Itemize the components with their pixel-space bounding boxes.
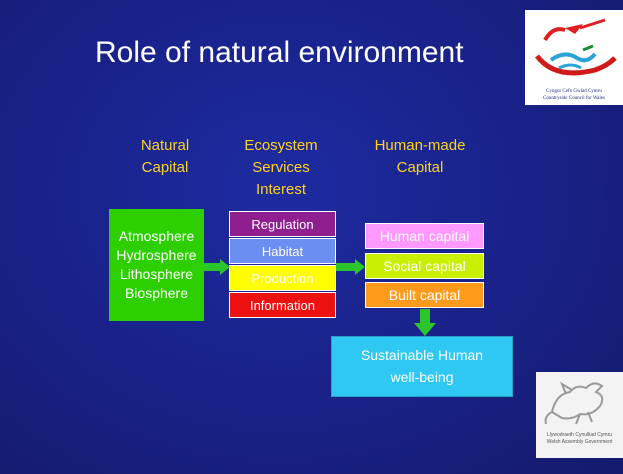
heading-line: Interest	[255, 181, 307, 198]
heading-line: Capital	[141, 159, 189, 176]
built-capital-box: Built capital	[365, 282, 484, 308]
heading-line: Ecosystem	[244, 137, 318, 154]
arrow-human-to-wellbeing	[414, 309, 436, 336]
ccw-logo-text-cy: Cyngor Cefn Gwlad Cymru	[546, 89, 602, 94]
ecosystem-services-heading: Ecosystem Services Interest	[226, 135, 336, 201]
natural-capital-item: Hydrosphere	[116, 247, 197, 263]
wag-logo-text-cy: Llywodraeth Cynulliad Cymru	[546, 432, 613, 438]
ccw-logo: Cyngor Cefn Gwlad Cymru Countryside Coun…	[525, 10, 623, 105]
service-habitat: Habitat	[229, 238, 336, 264]
heading-line: Human-made	[374, 137, 466, 154]
service-regulation: Regulation	[229, 211, 336, 237]
human-made-capital-heading: Human-made Capital	[360, 135, 480, 179]
wellbeing-line: Sustainable Human	[360, 347, 484, 363]
heading-line: Capital	[396, 159, 444, 176]
dragon-icon	[544, 381, 604, 425]
natural-capital-item: Lithosphere	[119, 266, 194, 282]
wellbeing-box: Sustainable Human well-being	[331, 336, 513, 397]
service-production: Production	[229, 265, 336, 291]
heading-line: Natural	[140, 137, 190, 154]
natural-capital-item: Biosphere	[124, 285, 189, 301]
heading-line: Services	[252, 159, 310, 176]
natural-capital-item: Atmosphere	[118, 228, 195, 244]
wag-logo-text-en: Welsh Assembly Government	[546, 439, 613, 445]
service-information: Information	[229, 292, 336, 318]
arrow-natural-to-services	[204, 259, 230, 275]
natural-capital-box: Atmosphere Hydrosphere Lithosphere Biosp…	[109, 209, 204, 321]
ccw-logo-graphic	[535, 18, 617, 76]
natural-capital-heading: Natural Capital	[120, 135, 210, 179]
human-capital-box: Human capital	[365, 223, 484, 249]
ccw-logo-text-en: Countryside Council for Wales	[543, 96, 605, 101]
wag-logo: Llywodraeth Cynulliad Cymru Welsh Assemb…	[536, 372, 623, 458]
arrow-services-to-human	[336, 259, 365, 275]
wellbeing-line: well-being	[390, 369, 454, 385]
slide-title: Role of natural environment	[95, 36, 464, 69]
social-capital-box: Social capital	[365, 253, 484, 279]
